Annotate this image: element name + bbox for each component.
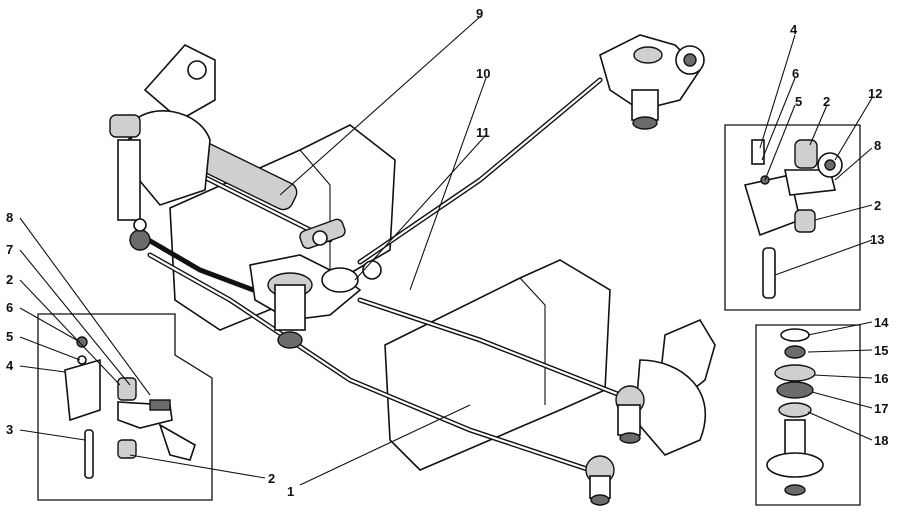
- linkage-rods: [127, 77, 623, 473]
- callout-left-7: 7: [6, 242, 13, 257]
- callout-left-6: 6: [6, 300, 13, 315]
- callout-rb-14: 14: [874, 315, 889, 330]
- top-right-pivot-assembly: [599, 34, 705, 130]
- callout-main-1: 1: [287, 484, 294, 499]
- callout-rt-2a: 2: [823, 94, 830, 109]
- callout-left-5: 5: [6, 329, 13, 344]
- lower-right-pivot-assembly: [615, 318, 716, 456]
- callout-left-2b: 2: [268, 471, 275, 486]
- callout-rt-12: 12: [868, 86, 882, 101]
- callout-rt-4: 4: [790, 22, 798, 37]
- callout-left-2a: 2: [6, 272, 13, 287]
- callout-rt-5: 5: [795, 94, 802, 109]
- callout-left-3: 3: [6, 422, 13, 437]
- left-detail-inset: [37, 313, 213, 501]
- callout-rb-15: 15: [874, 343, 888, 358]
- callout-left-4: 4: [6, 358, 14, 373]
- central-crank-assembly: [249, 218, 382, 349]
- left-pivot-assembly: [109, 44, 216, 251]
- callout-rt-8: 8: [874, 138, 881, 153]
- callout-rb-17: 17: [874, 401, 888, 416]
- callout-rb-18: 18: [874, 433, 888, 448]
- right-top-detail-inset: [724, 124, 861, 311]
- callout-left-8: 8: [6, 210, 13, 225]
- callout-main-11: 11: [476, 125, 490, 140]
- callout-labels: 9 10 11 1 8 7 2 6 5 4 3 2 4 6 5 2 12 8 2…: [6, 6, 889, 499]
- leader-lines: [19, 14, 873, 486]
- callout-rb-16: 16: [874, 371, 888, 386]
- callout-main-10: 10: [476, 66, 490, 81]
- right-bottom-detail-inset: [755, 324, 861, 506]
- callout-rt-2b: 2: [874, 198, 881, 213]
- bottom-right-pivot: [585, 455, 615, 506]
- callout-rt-13: 13: [870, 232, 884, 247]
- callout-rt-6: 6: [792, 66, 799, 81]
- callout-main-9: 9: [476, 6, 483, 21]
